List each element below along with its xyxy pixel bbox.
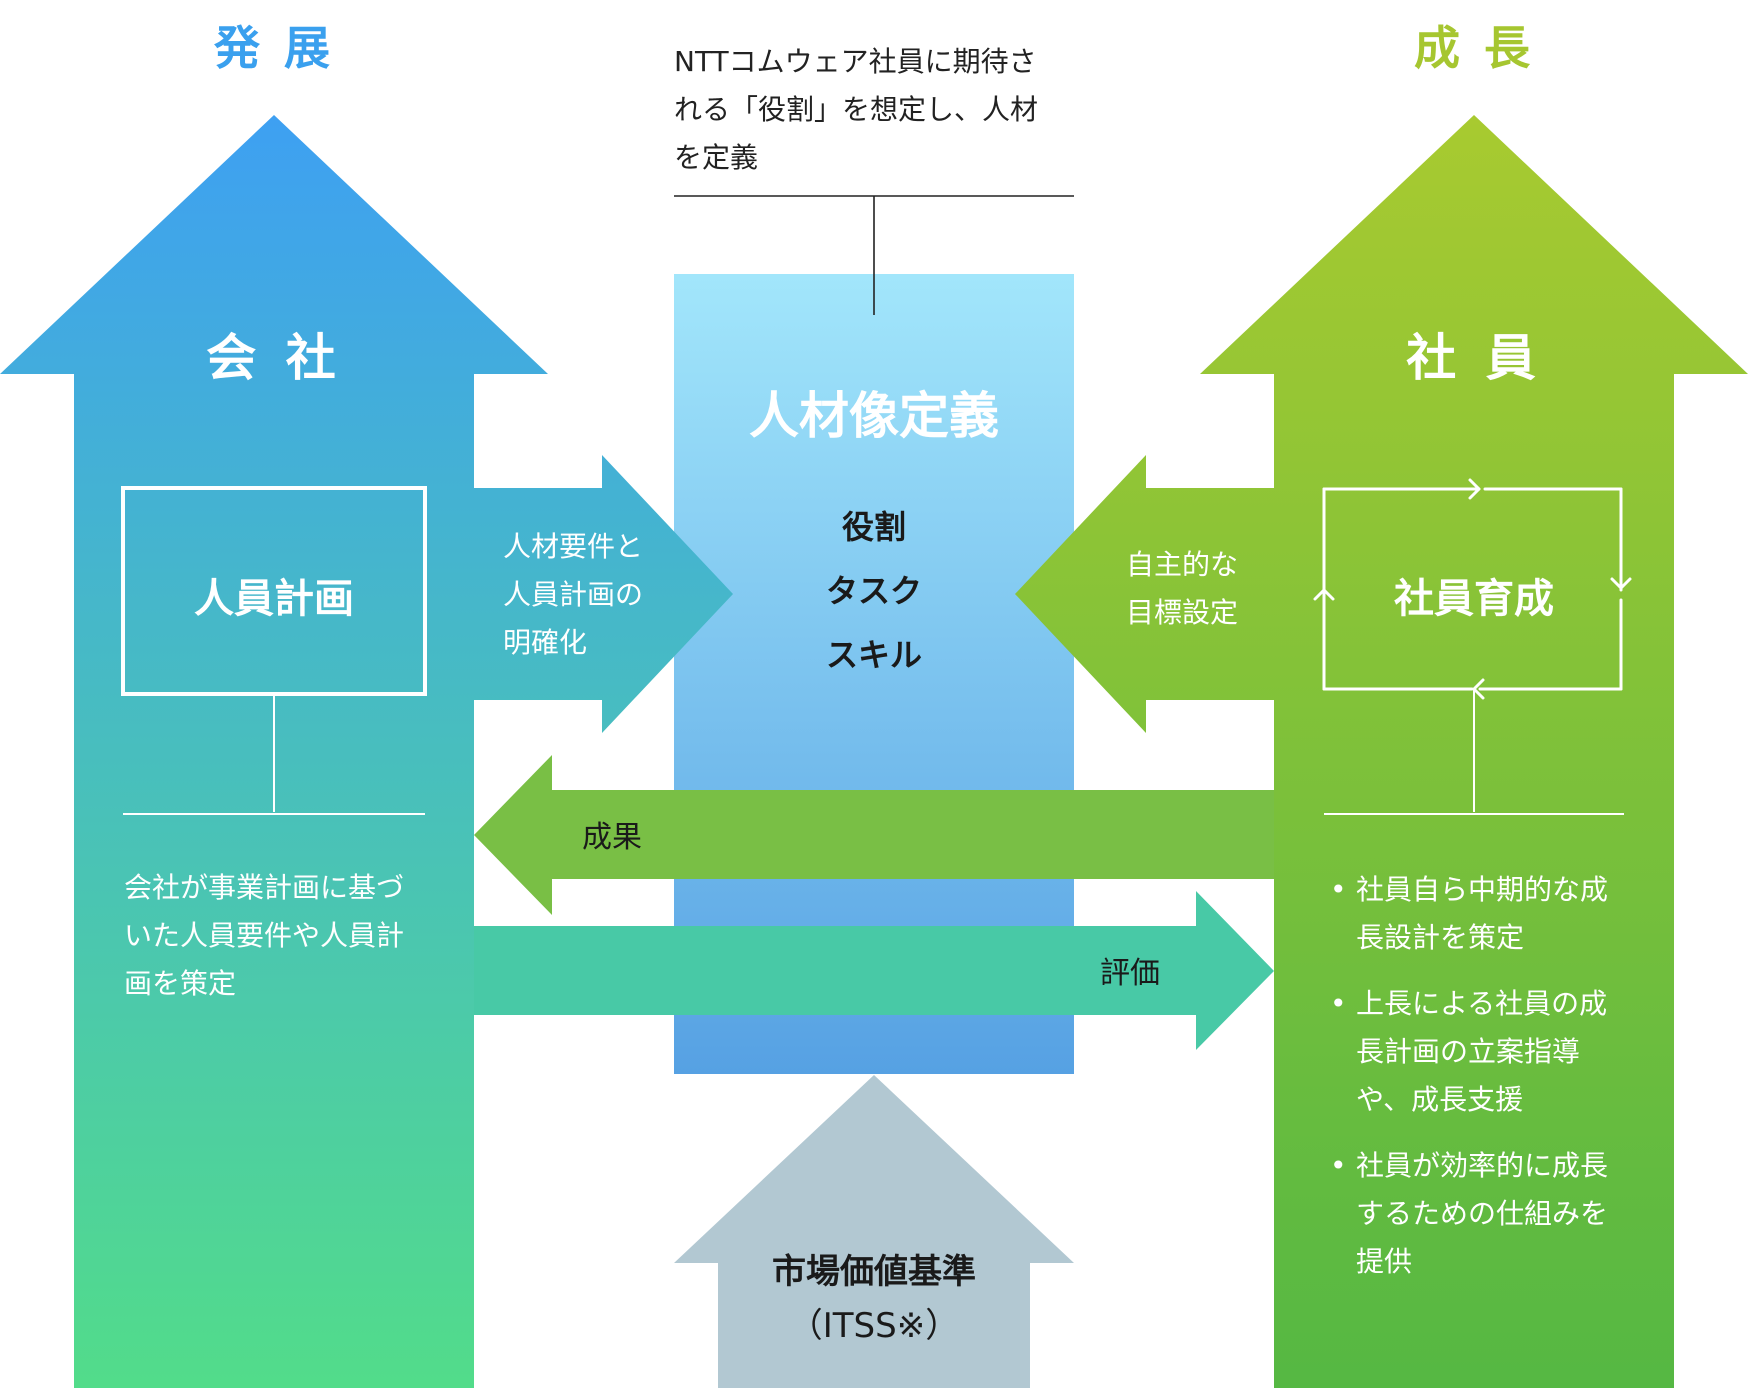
requirements-arrow-line: 人員計画の bbox=[503, 578, 644, 611]
bullet-line: 社員が効率的に成長 bbox=[1356, 1149, 1609, 1182]
result-arrow bbox=[474, 755, 1274, 915]
goal-setting-arrow-line: 目標設定 bbox=[1126, 596, 1239, 629]
evaluation-label: 評価 bbox=[1100, 956, 1160, 991]
development-cycle bbox=[1313, 478, 1632, 700]
staff-plan-label: 人員計画 bbox=[194, 576, 354, 622]
bullet-item: • 社員自ら中期的な成 長設計を策定 bbox=[1330, 866, 1660, 962]
bullet-item: • 上長による社員の成 長計画の立案指導 や、成長支援 bbox=[1330, 980, 1660, 1124]
requirements-arrow-line: 明確化 bbox=[503, 626, 588, 659]
company-description-line: いた人員要件や人員計 bbox=[124, 919, 405, 952]
definition-note-line: を定義 bbox=[674, 141, 759, 174]
company-description: 会社が事業計画に基づ いた人員要件や人員計 画を策定 bbox=[124, 864, 444, 1008]
bullet-dot: • bbox=[1330, 987, 1347, 1020]
talent-definition-title: 人材像定義 bbox=[749, 387, 999, 445]
result-label: 成果 bbox=[582, 820, 642, 855]
company-description-line: 会社が事業計画に基づ bbox=[124, 871, 405, 904]
definition-note-line: れる「役割」を想定し、人材 bbox=[674, 93, 1039, 126]
market-value-arrow bbox=[674, 1075, 1074, 1388]
bullet-line: するための仕組みを bbox=[1356, 1197, 1609, 1230]
evaluation-arrow bbox=[474, 891, 1274, 1050]
requirements-arrow bbox=[474, 455, 733, 733]
bullet-line: や、成長支援 bbox=[1356, 1083, 1524, 1116]
definition-note-line: NTTコムウェア社員に期待さ bbox=[674, 45, 1037, 78]
definition-note: NTTコムウェア社員に期待さ れる「役割」を想定し、人材 を定義 bbox=[674, 38, 1094, 182]
bullet-dot: • bbox=[1330, 1149, 1347, 1182]
center-item-task: タスク bbox=[825, 572, 922, 610]
bullet-line: 上長による社員の成 bbox=[1356, 987, 1608, 1020]
employee-bullets: • 社員自ら中期的な成 長設計を策定 • 上長による社員の成 長計画の立案指導 … bbox=[1330, 866, 1660, 1286]
development-heading: 発 展 bbox=[213, 21, 334, 75]
goal-setting-arrow-label: 自主的な 目標設定 bbox=[1126, 541, 1276, 637]
employee-development-label: 社員育成 bbox=[1394, 576, 1554, 622]
bullet-item: • 社員が効率的に成長 するための仕組みを 提供 bbox=[1330, 1142, 1660, 1286]
itss-label: （ITSS※） bbox=[788, 1306, 960, 1346]
employee-title: 社 員 bbox=[1406, 329, 1542, 387]
company-description-line: 画を策定 bbox=[124, 967, 237, 1000]
requirements-arrow-line: 人材要件と bbox=[503, 530, 644, 563]
center-item-role: 役割 bbox=[841, 508, 906, 546]
goal-setting-arrow-line: 自主的な bbox=[1126, 548, 1239, 581]
center-item-skill: スキル bbox=[825, 636, 922, 674]
bullet-line: 提供 bbox=[1356, 1245, 1413, 1278]
growth-heading: 成 長 bbox=[1413, 21, 1534, 75]
requirements-arrow-label: 人材要件と 人員計画の 明確化 bbox=[503, 523, 683, 667]
market-value-label: 市場価値基準 bbox=[772, 1252, 976, 1292]
company-title: 会 社 bbox=[206, 329, 342, 387]
goal-setting-arrow bbox=[1015, 455, 1274, 733]
bullet-line: 長計画の立案指導 bbox=[1356, 1035, 1581, 1068]
bullet-dot: • bbox=[1330, 873, 1347, 906]
bullet-line: 社員自ら中期的な成 bbox=[1356, 873, 1609, 906]
bullet-line: 長設計を策定 bbox=[1356, 921, 1525, 954]
